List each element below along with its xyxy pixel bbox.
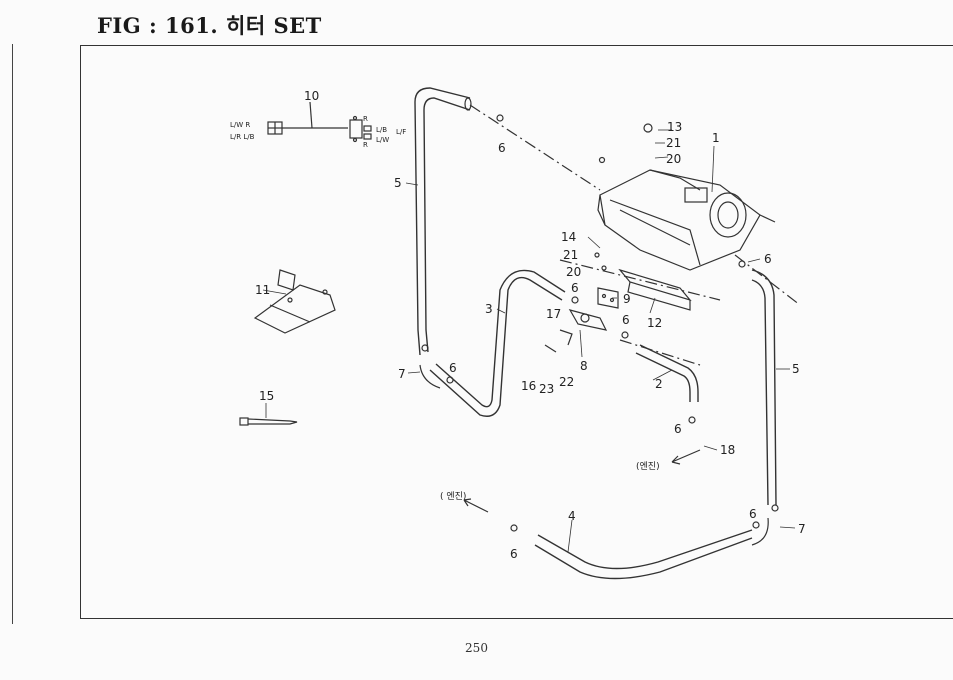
engine-label-left: ( 엔진) [440,491,466,502]
callout-21-bracket: 21 [563,248,578,262]
callout-6-left-elbow: 6 [449,361,457,375]
callout-13: 13 [667,120,682,134]
heater-pipe-2-inner [635,352,691,402]
wire-harness [267,101,372,143]
wire-label-r-bottom: R [363,141,368,149]
engine-label-right: (엔진) [636,461,660,472]
callout-6-hose3: 6 [571,281,579,295]
heater-hose-right-inner [751,279,769,506]
heater-hose-right [751,269,777,506]
callout-5-right: 5 [792,362,800,376]
callout-23: 23 [539,382,554,396]
callout-6-heater-right: 6 [764,252,772,266]
callout-10: 10 [304,89,319,103]
callout-4: 4 [568,509,576,523]
assembly-centerline [469,104,801,366]
page-number: 250 [465,641,488,655]
callout-7-left: 7 [398,367,406,381]
callout-20-heater: 20 [666,152,681,166]
adjacent-page-edge [0,44,13,624]
callout-15: 15 [259,389,274,403]
engine-arrow-left [463,498,489,513]
wire-label-lf: L/F [396,128,406,136]
diagram-frame [80,45,953,619]
callout-6-top: 6 [498,141,506,155]
heater-hose-left [414,87,471,356]
engine-arrow-right [671,449,701,465]
elbow-fitting-left [419,364,441,389]
heater-hose-left-inner [423,97,471,353]
callout-17: 17 [546,307,561,321]
hose-clamps [421,114,779,532]
callout-22: 22 [559,375,574,389]
heater-hose-4-inner [537,529,753,570]
callout-7-right: 7 [798,522,806,536]
callout-12: 12 [647,316,662,330]
callout-9: 9 [623,292,631,306]
hose-end [464,97,472,111]
callout-numbers: 1 2 3 4 5 5 6 6 6 6 6 6 6 6 7 7 8 9 10 1… [255,89,806,561]
callout-6-bottom: 6 [510,547,518,561]
leader-lines [262,129,796,553]
heater-bracket [618,268,692,311]
heater-switch-assembly [253,269,336,334]
heater-hose-3-inner [435,269,566,408]
wire-label-lw-r: L/W R [230,121,250,129]
callout-5-left: 5 [394,176,402,190]
wire-label-lr-lb: L/R L/B [230,133,255,141]
wire-label-r-top: R [363,115,368,123]
wire-label-lb: L/B [376,126,387,134]
wire-color-labels: L/W R L/R L/B R R L/B L/W L/F [230,115,406,149]
callout-16: 16 [521,379,536,393]
wire-label-lw: L/W [376,136,389,144]
callout-1: 1 [712,131,720,145]
cable-tie [239,417,298,426]
valve-assembly [544,309,608,353]
heater-hose-3 [429,276,563,417]
heater-pipe-2 [639,344,699,402]
callout-8: 8 [580,359,588,373]
callout-6-pipe-end: 6 [674,422,682,436]
callout-11: 11 [255,283,270,297]
figure-title: FIG : 161. 히터 SET [97,13,322,38]
heater-unit [597,169,776,271]
callout-14: 14 [561,230,576,244]
heater-hose-4 [534,537,753,580]
callout-3: 3 [485,302,493,316]
callout-20-bracket: 20 [566,265,581,279]
elbow-fitting-right [751,517,769,546]
callout-18: 18 [720,443,735,457]
callout-21-heater: 21 [666,136,681,150]
callout-6-right-elbow: 6 [749,507,757,521]
small-bracket [597,287,619,309]
callout-6-pipe: 6 [622,313,630,327]
callout-2: 2 [655,377,663,391]
